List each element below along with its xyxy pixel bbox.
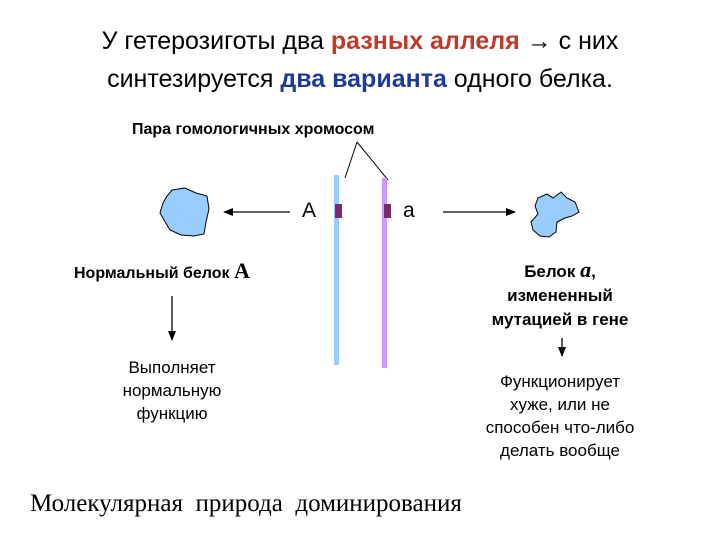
mutated-function-line: делать вообще (500, 441, 620, 460)
mutated-protein-label-line-1: Белок a, (470, 258, 650, 284)
normal-protein-label-text: Нормальный белок (74, 265, 234, 282)
normal-function-line: функцию (136, 404, 208, 423)
normal-protein-allele: A (233, 258, 250, 283)
caption-pointer-right (356, 141, 389, 181)
mutated-protein-allele: a (580, 257, 592, 282)
headline-line-1: У гетерозиготы два разных аллеля → с них (0, 22, 720, 60)
mutated-function-line: Функционирует (499, 372, 621, 391)
mutated-protein-label: Белок a, измененный мутацией в гене (470, 258, 650, 332)
mutated-protein-label-line-2: измененный (507, 286, 613, 305)
mutated-function-text: Функционирует хуже, или не способен что-… (470, 370, 650, 462)
caption-pointer-left (344, 141, 358, 179)
slide-title-footer: Молекулярная природа доминирования (30, 490, 462, 517)
mutated-protein-label-comma: , (591, 262, 596, 281)
mutated-protein-icon (530, 191, 580, 238)
chromosome-right (382, 178, 387, 368)
allele-recessive-label: a (403, 199, 415, 222)
headline-line-2: синтезируется два варианта одного белка. (0, 60, 720, 98)
headline: У гетерозиготы два разных аллеля → с них… (0, 22, 720, 98)
gene-marker-left (335, 204, 342, 218)
mutated-protein-label-line-3: мутацией в гене (491, 310, 629, 329)
mutated-function-line: хуже, или не (510, 395, 610, 414)
headline-highlight-variants: два варианта (280, 65, 447, 93)
chromosome-left (334, 175, 339, 365)
normal-protein-icon (159, 187, 210, 237)
headline-text: → с них (519, 27, 619, 55)
headline-text: У гетерозиготы два (101, 27, 331, 55)
headline-text: синтезируется (107, 65, 281, 93)
normal-function-line: нормальную (122, 381, 222, 400)
normal-protein-label: Нормальный белок A (74, 258, 250, 284)
normal-function-text: Выполняет нормальную функцию (92, 356, 252, 425)
mutated-function-line: способен что-либо (485, 418, 635, 437)
allele-dominant-label: A (302, 199, 317, 222)
headline-highlight-alleles: разных аллеля (330, 27, 520, 55)
headline-text: одного белка. (446, 65, 613, 93)
normal-function-line: Выполняет (128, 358, 216, 377)
chromosome-pair-caption: Пара гомологичных хромосом (132, 121, 375, 138)
mutated-protein-label-text: Белок (524, 262, 581, 281)
gene-marker-right (384, 204, 391, 218)
